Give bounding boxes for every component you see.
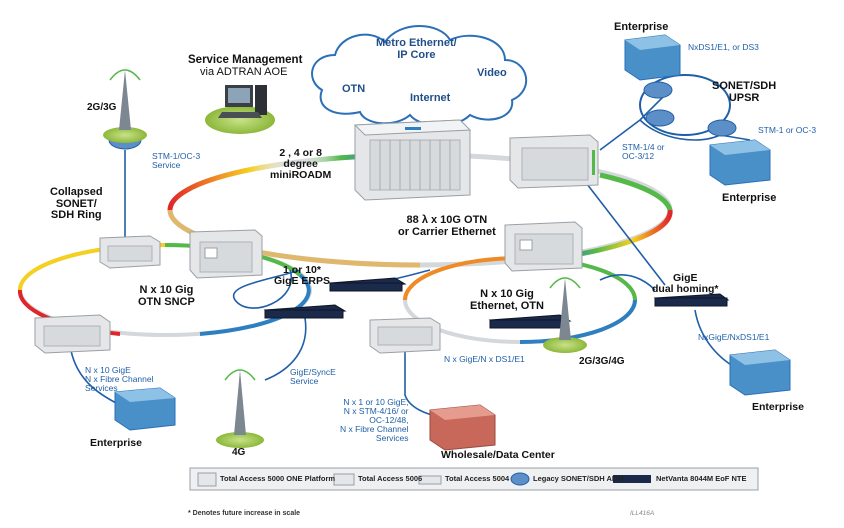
wholesale-label: Wholesale/Data Center bbox=[441, 449, 555, 461]
service-mgmt-subtitle: via ADTRAN AOE bbox=[200, 66, 288, 78]
gige-synce-label: GigE/SyncE Service bbox=[290, 367, 336, 386]
otn-cloud-label: OTN bbox=[342, 83, 366, 95]
nxds1-label: NxDS1/E1, or DS3 bbox=[688, 42, 759, 52]
legend-box bbox=[189, 467, 759, 491]
tower-2g3g4g bbox=[543, 277, 587, 353]
ta5004-icon bbox=[418, 475, 442, 485]
nx1-10gige-label: N x 1 or 10 GigE, N x STM-4/16/ or OC-12… bbox=[340, 397, 409, 443]
tower-2g3g bbox=[103, 69, 147, 143]
stm1-oc3-label: STM-1 or OC-3 bbox=[758, 125, 817, 135]
ta5004-left-top bbox=[99, 235, 161, 269]
nx10-otn-sncp-label: N x 10 Gig OTN SNCP bbox=[138, 284, 195, 308]
ta5006-icon bbox=[333, 473, 355, 486]
ta5004-left-bottom bbox=[34, 314, 111, 354]
building-enterprise-left bbox=[114, 387, 176, 431]
building-enterprise-bottom-right bbox=[729, 349, 791, 396]
stm1-service-label: STM-1/OC-3 Service bbox=[152, 151, 201, 170]
adm-icon bbox=[510, 472, 530, 486]
ta5006-left bbox=[189, 229, 263, 279]
enterprise-top-label: Enterprise bbox=[614, 21, 669, 33]
legend-label-adm: Legacy SONET/SDH ADM bbox=[533, 474, 624, 483]
ta5004-mid-bottom bbox=[369, 317, 441, 354]
sonet-upsr-label: SONET/SDH UPSR bbox=[712, 80, 777, 104]
enterprise-right-label: Enterprise bbox=[722, 192, 777, 204]
legend-label-nte: NetVanta 8044M EoF NTE bbox=[656, 474, 747, 483]
enterprise-bottom-right-label: Enterprise bbox=[752, 401, 804, 413]
site-2g3g-label: 2G/3G bbox=[87, 102, 117, 113]
service-management-pc bbox=[205, 85, 275, 134]
adm-nodes bbox=[108, 81, 737, 150]
upsr-ring bbox=[639, 74, 731, 136]
nx10-eth-otn-label: N x 10 Gig Ethernet, OTN bbox=[470, 288, 544, 312]
nte-devices bbox=[263, 277, 730, 329]
service-mgmt-title: Service Management bbox=[188, 54, 303, 66]
nte-icon bbox=[613, 475, 651, 483]
video-cloud-label: Video bbox=[477, 67, 507, 79]
metro-core-label: Metro Ethernet/ IP Core bbox=[376, 37, 457, 61]
degree-roadm-label: 2 , 4 or 8 degree miniROADM bbox=[270, 147, 332, 182]
ta5000-central bbox=[353, 119, 472, 201]
site-2g3g4g-label: 2G/3G/4G bbox=[579, 356, 625, 367]
nxgige-nxds1-label: N x GigE/N x DS1/E1 bbox=[444, 354, 525, 364]
legend-label-ta5006: Total Access 5006 bbox=[358, 474, 423, 483]
otn-88-label: 88 λ x 10G OTN or Carrier Ethernet bbox=[398, 214, 496, 238]
gige-erps-label: 1 or 10* GigE ERPS bbox=[274, 264, 331, 288]
building-wholesale bbox=[429, 404, 496, 451]
internet-cloud-label: Internet bbox=[410, 92, 451, 104]
legend-label-platform: Total Access 5000 ONE Platform bbox=[220, 474, 336, 483]
site-4g-label: 4G bbox=[232, 447, 246, 458]
figure-id: ILL416A bbox=[630, 510, 655, 517]
enterprise-left-label: Enterprise bbox=[90, 437, 142, 449]
nxgige-ds1-label: NxGigE/NxDS1/E1 bbox=[698, 332, 770, 342]
footnote: * Denotes future increase in scale bbox=[188, 510, 301, 517]
collapsed-ring-label: Collapsed SONET/ SDH Ring bbox=[50, 186, 103, 222]
ta5006-right-top bbox=[509, 134, 599, 189]
building-enterprise-right bbox=[709, 139, 771, 186]
platform-icon bbox=[197, 472, 217, 487]
gige-dual-label: GigE dual homing* bbox=[652, 272, 719, 296]
building-enterprise-top bbox=[624, 34, 681, 81]
legend-label-ta5004: Total Access 5004 bbox=[445, 474, 510, 483]
stm14-oc312-label: STM-1/4 or OC-3/12 bbox=[622, 142, 665, 161]
nx10gige-fc-label: N x 10 GigE N x Fibre Channel Services bbox=[85, 365, 154, 393]
tower-4g bbox=[216, 369, 264, 448]
ta5006-right-mid bbox=[504, 221, 583, 272]
